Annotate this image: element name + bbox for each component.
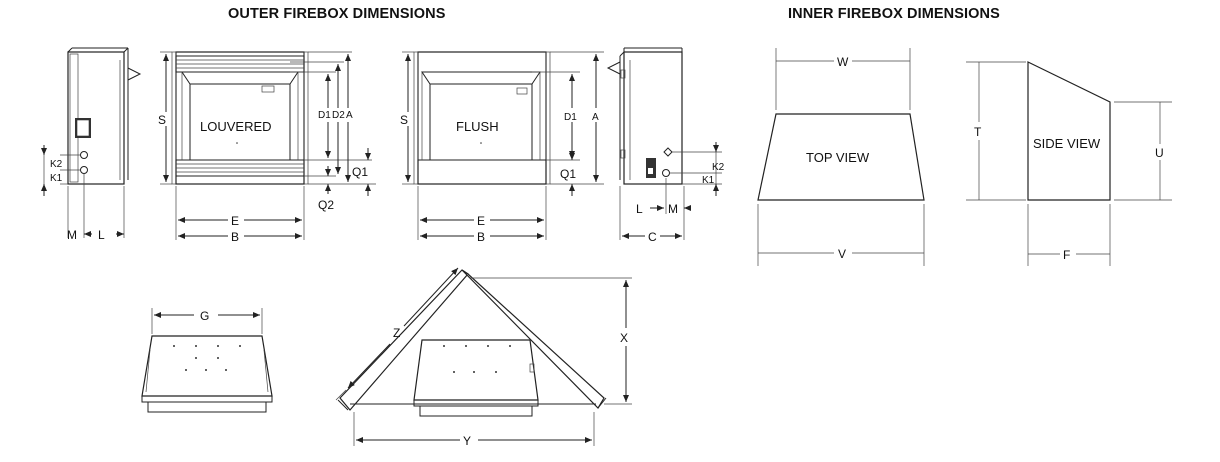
- flush-front-view: FLUSH S D1 A Q1 E B: [400, 51, 604, 244]
- dim-label-a-louvered: A: [346, 110, 353, 121]
- dim-label-d1-louvered: D1: [318, 110, 331, 121]
- dim-label-d2: D2: [332, 110, 345, 121]
- dim-label-a-flush: A: [592, 112, 599, 123]
- right-side-view: K2 K1 L M C: [606, 47, 725, 244]
- flush-label: FLUSH: [456, 119, 499, 134]
- corner-install-view: Z X Y: [335, 267, 632, 448]
- inner-side-view: SIDE VIEW T U F: [966, 61, 1172, 266]
- dim-label-m-right: M: [668, 202, 678, 216]
- dim-label-w: W: [837, 55, 849, 69]
- dim-label-s-louvered: S: [158, 113, 166, 127]
- top-view-label: TOP VIEW: [806, 150, 870, 165]
- outer-firebox-heading: OUTER FIREBOX DIMENSIONS: [228, 6, 446, 22]
- dim-label-u: U: [1155, 146, 1164, 160]
- dim-label-q2: Q2: [318, 198, 334, 212]
- dim-label-e-louvered: E: [231, 214, 239, 228]
- dim-label-y: Y: [463, 434, 471, 448]
- louvered-front-view: LOUVERED S D1 D2 A Q1 Q2 E B: [158, 51, 376, 244]
- dim-label-l-right: L: [636, 202, 643, 216]
- inner-top-view: TOP VIEW W V: [757, 48, 925, 266]
- dim-label-k2-right: K2: [712, 162, 725, 173]
- dim-label-e-flush: E: [477, 214, 485, 228]
- side-view-label: SIDE VIEW: [1033, 136, 1101, 151]
- left-side-view: K2 K1 M L: [41, 47, 142, 242]
- inner-firebox-heading: INNER FIREBOX DIMENSIONS: [788, 6, 1000, 22]
- dim-label-v: V: [838, 247, 846, 261]
- dim-label-l: L: [98, 228, 105, 242]
- dim-label-k1: K1: [50, 173, 63, 184]
- unit-top-view: G: [141, 308, 273, 413]
- dim-label-s-flush: S: [400, 113, 408, 127]
- dim-label-g: G: [200, 309, 209, 323]
- louvered-label: LOUVERED: [200, 119, 272, 134]
- dim-label-c: C: [648, 230, 657, 244]
- dim-label-q1-louvered: Q1: [352, 165, 368, 179]
- dim-label-x: X: [620, 331, 628, 345]
- dim-label-q1-flush: Q1: [560, 167, 576, 181]
- dim-label-b-flush: B: [477, 230, 485, 244]
- dim-label-t: T: [974, 125, 982, 139]
- dim-label-z: Z: [393, 326, 400, 340]
- dim-label-k1-right: K1: [702, 175, 715, 186]
- dim-label-k2: K2: [50, 159, 63, 170]
- dim-label-d1-flush: D1: [564, 112, 577, 123]
- dim-label-m: M: [67, 228, 77, 242]
- dim-label-f: F: [1063, 248, 1070, 262]
- dim-label-b-louvered: B: [231, 230, 239, 244]
